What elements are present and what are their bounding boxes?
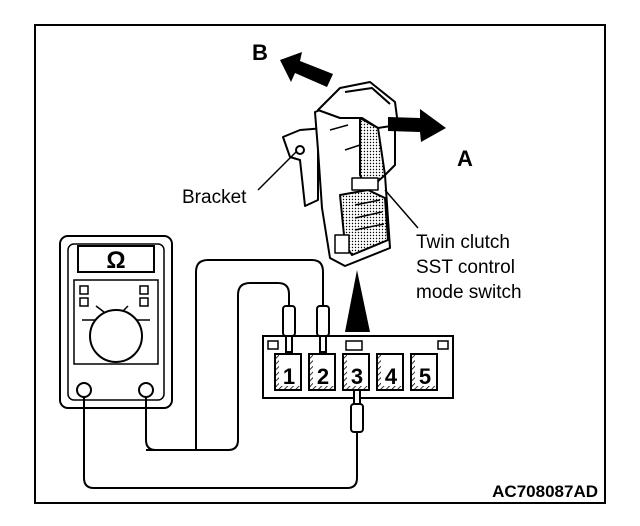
figure-code: AC708087AD: [492, 482, 598, 501]
probe-pin-1: [282, 305, 296, 353]
connector-pin-5: 5: [410, 353, 438, 391]
pin-number-4: 4: [385, 364, 398, 389]
pin-number-1: 1: [283, 364, 295, 389]
connector-pin-3: 3: [342, 353, 370, 391]
switch-label-line-3: mode switch: [416, 282, 522, 303]
arrow-b-icon: [280, 52, 333, 87]
view-direction-arrow-icon: [345, 270, 370, 332]
pin-number-2: 2: [317, 364, 329, 389]
twin-clutch-switch-illustration: [282, 81, 399, 267]
pin-number-3: 3: [351, 364, 363, 389]
ohmmeter: [59, 235, 173, 409]
bracket-label: Bracket: [182, 187, 247, 208]
ohm-symbol: Ω: [106, 247, 125, 274]
connector-pin-1: 1: [274, 353, 302, 391]
connector-pin-2: 2: [308, 353, 336, 391]
switch-label-line-1: Twin clutch: [416, 232, 510, 253]
arrow-a-label: A: [457, 146, 473, 171]
bracket-leader-line: [257, 151, 297, 191]
test-lead-return: [146, 448, 197, 451]
connector-pin-4: 4: [376, 353, 404, 391]
probe-pin-2: [316, 305, 330, 353]
switch-leader-line: [384, 189, 419, 229]
figure-frame: [34, 24, 606, 504]
test-leads: [83, 259, 358, 489]
switch-label-line-2: SST control: [416, 257, 515, 278]
arrow-a-icon: [388, 109, 446, 142]
pin-number-5: 5: [419, 364, 431, 389]
probe-pin-3: [350, 389, 364, 433]
arrow-b-label: B: [252, 40, 268, 65]
